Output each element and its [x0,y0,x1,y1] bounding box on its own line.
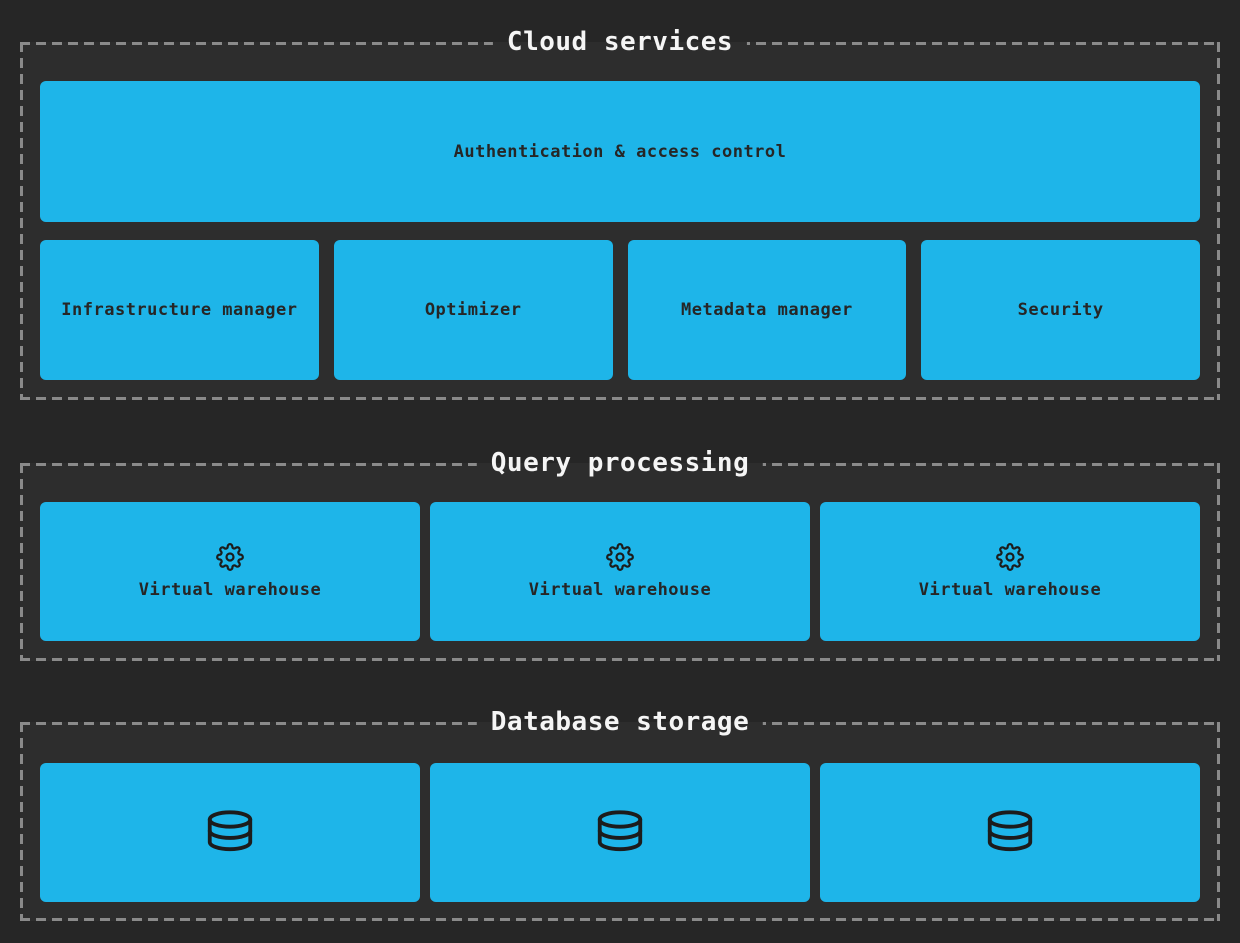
database-icon [202,806,258,860]
section-title-cloud-services: Cloud services [492,24,748,60]
gear-icon [216,543,244,571]
architecture-diagram: Cloud services Authentication & access c… [0,24,1240,921]
database-storage-row [40,763,1200,902]
query-processing-row: Virtual warehouse Virtual warehouse [40,502,1200,641]
box-label: Virtual warehouse [138,580,322,600]
gear-icon [996,543,1024,571]
authentication-access-control-box: Authentication & access control [40,81,1200,222]
gear-icon [606,543,634,571]
box-label: Infrastructure manager [61,300,298,320]
box-label: Virtual warehouse [918,580,1102,600]
cloud-services-row: Infrastructure manager Optimizer Metadat… [40,240,1200,380]
box-label: Virtual warehouse [528,580,712,600]
section-query-processing: Query processing Virtual warehouse [20,445,1220,661]
infrastructure-manager-box: Infrastructure manager [40,240,319,380]
security-box: Security [921,240,1200,380]
section-title-database-storage: Database storage [476,704,764,740]
database-box [820,763,1200,902]
section-title-query-processing: Query processing [476,445,764,481]
database-icon [982,806,1038,860]
section-cloud-services: Cloud services Authentication & access c… [20,24,1220,400]
section-database-storage: Database storage [20,704,1220,921]
database-box [430,763,810,902]
metadata-manager-box: Metadata manager [627,240,907,380]
database-icon [592,806,648,860]
optimizer-box: Optimizer [333,240,613,380]
virtual-warehouse-box: Virtual warehouse [430,502,810,641]
box-label: Metadata manager [680,300,853,320]
virtual-warehouse-box: Virtual warehouse [820,502,1200,641]
database-box [40,763,420,902]
box-label: Optimizer [424,300,522,320]
virtual-warehouse-box: Virtual warehouse [40,502,420,641]
box-label: Authentication & access control [453,141,787,162]
box-label: Security [1017,300,1104,320]
